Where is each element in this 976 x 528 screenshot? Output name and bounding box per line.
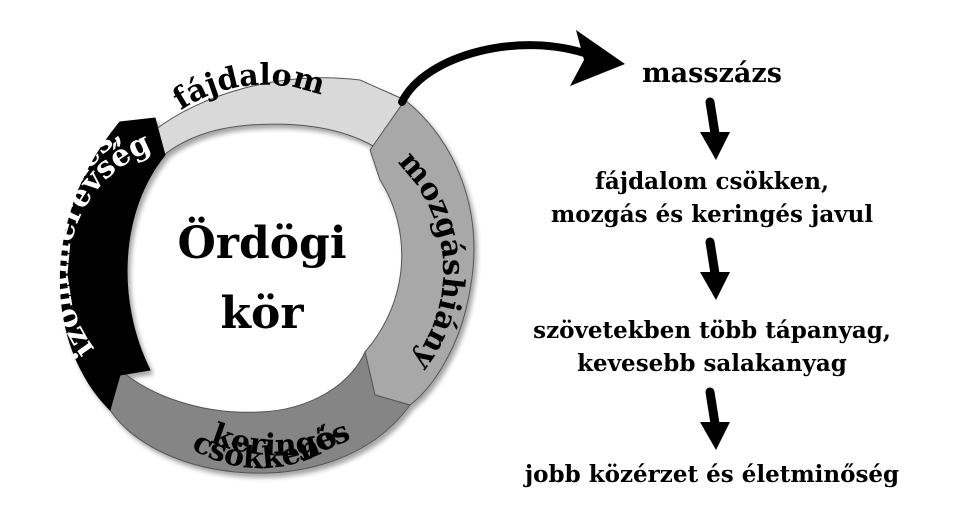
flow-step-2-line1: fájdalom csökken, xyxy=(595,168,829,195)
flow-step-1: masszázs xyxy=(642,58,782,89)
flow-step-2-line2: mozgás és keringés javul xyxy=(551,201,873,228)
flow-step-3-line1: szövetekben több tápanyag, xyxy=(533,317,891,344)
down-arrow-icon xyxy=(700,237,730,300)
segment-mozgashiany xyxy=(364,99,475,406)
segment-meszesedes xyxy=(59,117,166,411)
curved-arrow-icon xyxy=(398,30,625,106)
flow-step-3-line2: kevesebb salakanyag xyxy=(577,350,847,377)
flow-step-4: jobb közérzet és életminőség xyxy=(523,461,899,488)
down-arrow-icon xyxy=(700,387,730,450)
cycle-center-line2: kör xyxy=(220,288,304,339)
segment-fajdalom xyxy=(154,77,406,172)
cycle-ring xyxy=(59,77,475,474)
flow-column: masszázs fájdalom csökken, mozgás és ker… xyxy=(523,58,899,488)
down-arrow-icon xyxy=(700,97,730,160)
cycle-center-line1: Ördögi xyxy=(177,215,346,269)
